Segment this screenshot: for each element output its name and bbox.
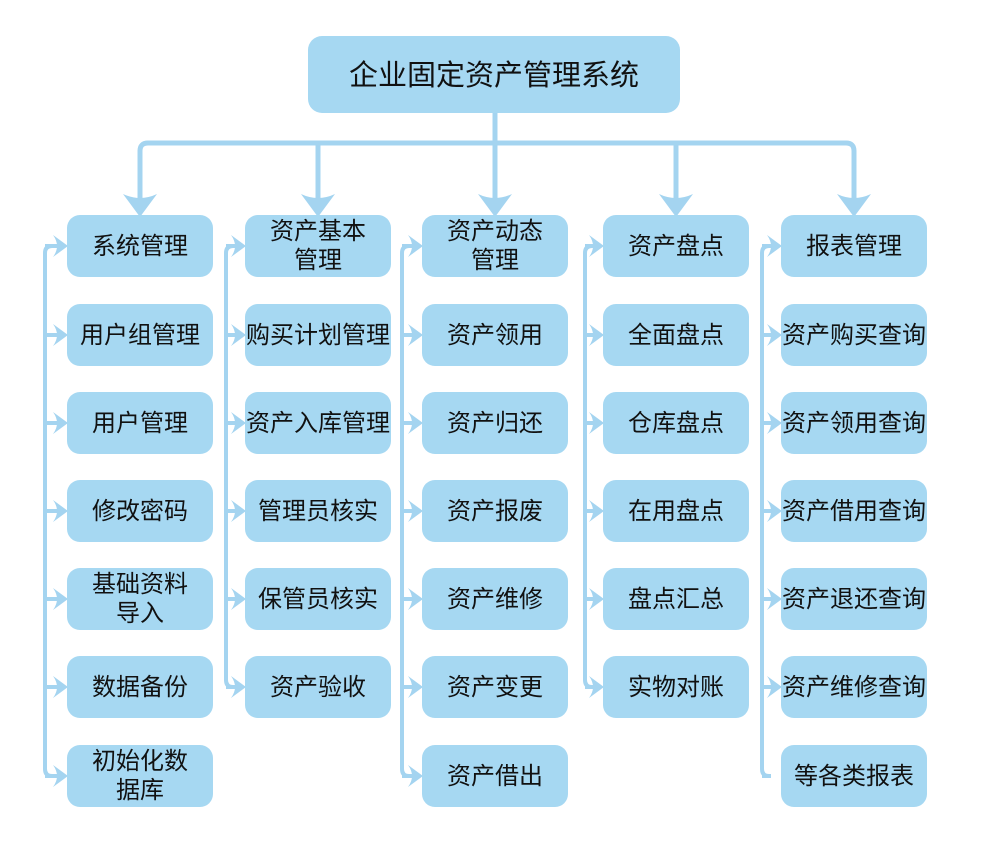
node-asset-storage-management: 资产入库管理 [245,392,391,454]
node-full-inventory: 全面盘点 [603,304,749,366]
node-asset-change: 资产变更 [422,656,568,718]
node-asset-scrap: 资产报废 [422,480,568,542]
node-asset-purchase-query: 资产购买查询 [781,304,927,366]
branch-arrowheads-col5 [767,235,782,698]
node-admin-verify: 管理员核实 [245,480,391,542]
node-inventory-summary: 盘点汇总 [603,568,749,630]
node-init-database: 初始化数 据库 [67,745,213,807]
node-purchase-plan-management: 购买计划管理 [245,304,391,366]
node-asset-requisition-query: 资产领用查询 [781,392,927,454]
node-in-use-inventory: 在用盘点 [603,480,749,542]
node-system-management: 系统管理 [67,215,213,277]
branch-arrowheads-col4 [589,235,604,698]
node-asset-borrow-query: 资产借用查询 [781,480,927,542]
node-asset-acceptance: 资产验收 [245,656,391,718]
branch-arrowheads-col3 [408,235,423,787]
node-user-group-management: 用户组管理 [67,304,213,366]
node-report-management: 报表管理 [781,215,927,277]
node-base-data-import: 基础资料 导入 [67,568,213,630]
node-asset-basic-management: 资产基本 管理 [245,215,391,277]
node-asset-dynamic-management: 资产动态 管理 [422,215,568,277]
branch-arrowheads-col2 [231,235,246,698]
node-data-backup: 数据备份 [67,656,213,718]
node-asset-inventory: 资产盘点 [603,215,749,277]
node-custodian-verify: 保管员核实 [245,568,391,630]
branch-arrowheads-col1 [53,235,68,787]
node-physical-reconciliation: 实物对账 [603,656,749,718]
node-asset-repair: 资产维修 [422,568,568,630]
down-arrowheads [123,194,871,217]
node-asset-lend: 资产借出 [422,745,568,807]
node-change-password: 修改密码 [67,480,213,542]
node-warehouse-inventory: 仓库盘点 [603,392,749,454]
node-asset-repair-query: 资产维修查询 [781,656,927,718]
node-asset-return-query: 资产退还查询 [781,568,927,630]
root-node-title: 企业固定资产管理系统 [308,36,680,113]
node-other-reports: 等各类报表 [781,745,927,807]
node-asset-return: 资产归还 [422,392,568,454]
node-asset-requisition: 资产领用 [422,304,568,366]
node-user-management: 用户管理 [67,392,213,454]
